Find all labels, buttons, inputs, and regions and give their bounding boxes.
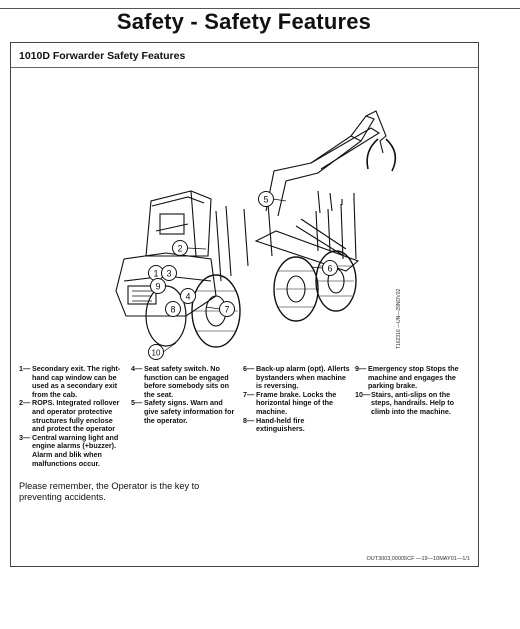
callout-10: 10: [152, 349, 161, 358]
legend-item-5: 5—Safety signs. Warn and give safety inf…: [131, 398, 235, 425]
callout-6: 6: [327, 264, 332, 274]
legend-item-3: 3—Central warning light and engine alarm…: [19, 432, 119, 468]
callout-9-circle: [150, 278, 166, 294]
legend-item-9: 9—Emergency stop Stops the machine and e…: [355, 364, 459, 391]
legend-item-1: 1—Secondary exit. The right-hand cap win…: [19, 364, 121, 399]
panel-header: 1010D Forwarder Safety Features: [11, 43, 478, 68]
legend-column-4: 9—Emergency stop Stops the machine and e…: [355, 364, 467, 417]
callout-8: 8: [170, 305, 175, 315]
callout-4: 4: [185, 292, 190, 302]
callout-5: 5: [263, 195, 268, 205]
document-reference: OUT3003,00005CF —19—10MAY01—1/1: [366, 556, 470, 562]
top-rule: [0, 8, 520, 9]
panel-title: 1010D Forwarder Safety Features: [19, 50, 186, 62]
legend-item-6: 6—Back-up alarm (opt). Allerts bystander…: [243, 364, 350, 391]
forwarder-illustration: 2 1 3 9 4 8 5 6 7 10 T162316 —UN—29NOV02: [96, 81, 426, 371]
legend-item-2: 2—ROPS. Integrated rollover and operator…: [19, 398, 120, 434]
callout-4-circle: [180, 288, 196, 304]
page-title: Safety - Safety Features: [116, 9, 372, 34]
callout-7: 7: [224, 305, 229, 315]
callout-9: 9: [155, 282, 160, 292]
legend-item-7: 7—Frame brake. Locks the horizontal hing…: [243, 389, 337, 416]
legend-item-8: 8—Hand-held fire extinguishers.: [243, 415, 305, 434]
callout-3: 3: [166, 269, 171, 279]
legend-column-3: 6—Back-up alarm (opt). Allerts bystander…: [243, 364, 351, 434]
safety-features-panel: 1010D Forwarder Safety Features: [10, 42, 479, 567]
callout-1: 1: [153, 269, 158, 279]
legend-item-10: 10—Stairs, anti-slips on the steps, hand…: [355, 389, 455, 416]
callout-3-circle: [161, 265, 177, 281]
legend-column-1: 1—Secondary exit. The right-hand cap win…: [19, 364, 127, 468]
callout-8-circle: [165, 301, 181, 317]
callout-2: 2: [177, 244, 182, 254]
legend-item-4: 4—Seat safety switch. No function can be…: [131, 364, 230, 399]
legend-column-2: 4—Seat safety switch. No function can be…: [131, 364, 239, 425]
operator-reminder: Please remember, the Operator is the key…: [19, 481, 200, 502]
figure-id: T162316 —UN—29NOV02: [396, 288, 402, 349]
